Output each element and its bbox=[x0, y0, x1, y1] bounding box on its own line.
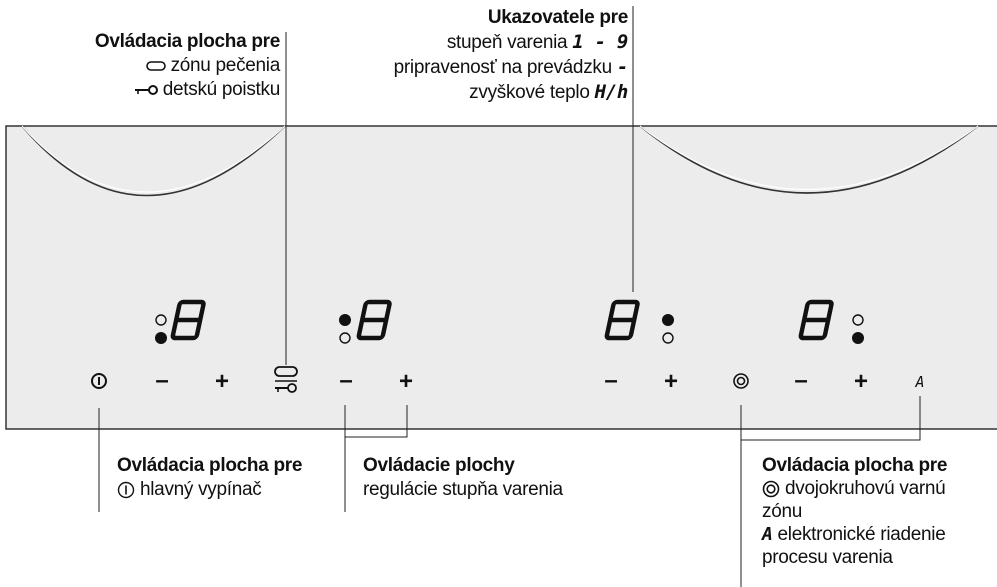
power-icon bbox=[117, 481, 135, 499]
power-heading: Ovládacia plocha pre bbox=[117, 455, 303, 476]
dual-zone-label-block: Ovládacia plocha pre dvojokruhovú varnú … bbox=[762, 454, 947, 569]
dual-zone-text-1: dvojokruhovú varnú bbox=[784, 478, 946, 499]
display-4 bbox=[798, 299, 834, 341]
indicators-heading: Ukazovatele pre bbox=[487, 7, 628, 28]
cooking-level-symbol: 1 - 9 bbox=[572, 31, 628, 53]
ready-symbol: - bbox=[616, 56, 628, 78]
roast-zone-heading: Ovládacia plocha pre bbox=[94, 31, 280, 52]
power-label-block: Ovládacia plocha pre hlavný vypínač bbox=[117, 454, 302, 502]
automatic-a-icon: A bbox=[762, 524, 773, 546]
dual-zone-heading: Ovládacia plocha pre bbox=[762, 455, 948, 476]
level-label-block: Ovládacie plochy regulácie stupňa vareni… bbox=[363, 454, 563, 502]
zone-dots-2 bbox=[339, 314, 351, 344]
plus-button-2[interactable]: + bbox=[399, 368, 413, 395]
cooktop-panel bbox=[5, 125, 997, 430]
left-zone-arc bbox=[21, 125, 286, 197]
key-lock-icon bbox=[134, 84, 158, 95]
indicators-label-block: Ukazovatele pre stupeň varenia 1 - 9 pri… bbox=[393, 6, 629, 105]
level-heading: Ovládacie plochy bbox=[363, 455, 515, 476]
display-2 bbox=[356, 299, 392, 341]
left-zone-arc-highlight bbox=[21, 125, 286, 193]
electronic-control-text-2: procesu varenia bbox=[762, 547, 893, 569]
bracket-level bbox=[344, 405, 408, 438]
dual-zone-button[interactable] bbox=[733, 373, 749, 389]
power-text: hlavný vypínač bbox=[139, 479, 262, 500]
bracket-dual bbox=[740, 396, 921, 441]
minus-button-4[interactable]: – bbox=[794, 367, 807, 394]
residual-heat-symbol: H/h bbox=[594, 81, 629, 103]
right-zone-arc bbox=[639, 125, 979, 194]
roast-zone-label-block: Ovládacia plocha pre zónu pečenia detskú… bbox=[95, 30, 280, 102]
zone-dots-4 bbox=[852, 314, 864, 344]
dual-zone-text-2: zónu bbox=[762, 501, 803, 522]
cooking-level-text: stupeň varenia bbox=[446, 32, 568, 53]
child-lock-text: detskú poistku bbox=[162, 79, 281, 100]
plus-button-4[interactable]: + bbox=[854, 368, 868, 395]
plus-button-1[interactable]: + bbox=[215, 368, 229, 395]
dual-circle-icon bbox=[762, 480, 780, 498]
roast-lock-button[interactable] bbox=[274, 366, 298, 393]
residual-heat-text: zvyškové teplo bbox=[469, 82, 590, 103]
plus-button-3[interactable]: + bbox=[664, 368, 678, 395]
level-text: regulácie stupňa varenia bbox=[363, 479, 563, 500]
zone-dots-1 bbox=[155, 314, 167, 344]
minus-button-1[interactable]: – bbox=[155, 367, 168, 394]
zone-dots-3 bbox=[662, 314, 674, 344]
electronic-control-text-1: elektronické riadenie bbox=[777, 524, 946, 545]
roasting-zone-icon bbox=[145, 61, 166, 71]
roast-zone-text: zónu pečenia bbox=[170, 55, 281, 76]
power-button[interactable] bbox=[91, 373, 107, 389]
display-1 bbox=[170, 299, 206, 341]
minus-button-2[interactable]: – bbox=[339, 367, 352, 394]
ready-text: pripravenosť na prevádzku bbox=[393, 57, 613, 78]
display-3 bbox=[604, 299, 640, 341]
right-zone-arc-highlight bbox=[639, 125, 979, 191]
minus-button-3[interactable]: – bbox=[604, 367, 617, 394]
automatic-button[interactable]: A bbox=[914, 373, 924, 391]
